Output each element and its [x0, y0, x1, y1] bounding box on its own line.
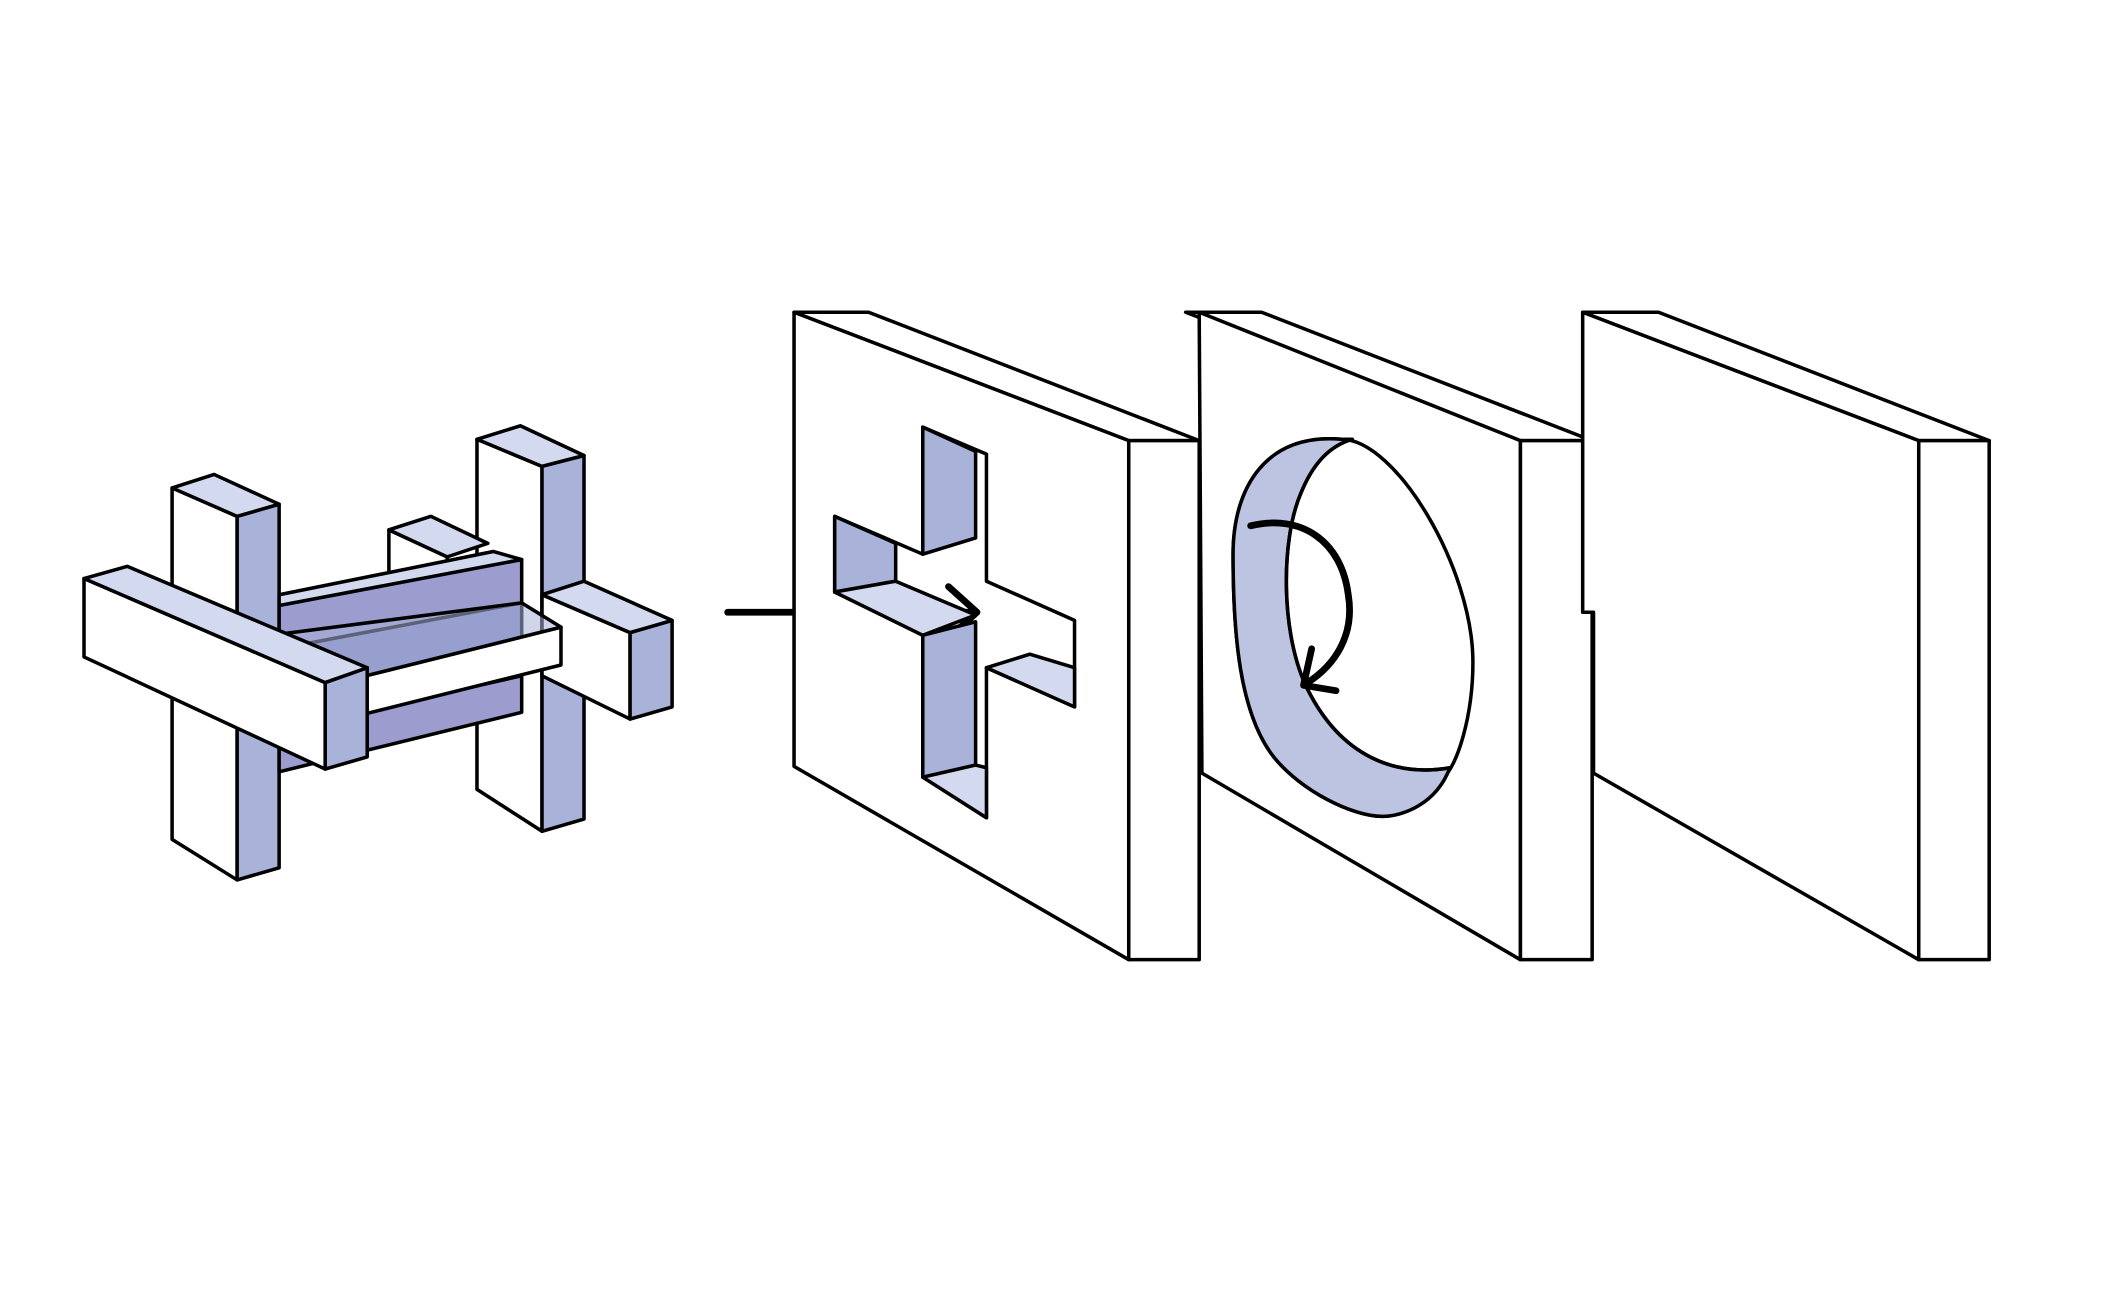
hole-inner-upper: [921, 425, 978, 556]
panel-side-edge: [1916, 438, 1991, 962]
hole-inner-bottom-floor: [921, 763, 989, 820]
blank-panel: [1580, 310, 1991, 962]
hole-inner-right-floor: [984, 652, 1077, 709]
long-bar-side: [323, 665, 369, 771]
hole-back-edge: [1284, 437, 1452, 772]
stub-face-top: [387, 514, 490, 559]
hole-inner-left-floor: [832, 579, 978, 638]
panel-face: [1580, 310, 1921, 962]
bar-face-top: [475, 424, 586, 469]
arm-face-side: [628, 618, 674, 721]
hole-inner-lower: [921, 620, 978, 779]
panel-side-edge: [1126, 438, 1201, 962]
curved-rotate-arrow-icon: [1247, 519, 1353, 695]
circular-hole-panel: [1183, 310, 1594, 962]
long-bar-top: [82, 564, 369, 685]
cross-shaped-piece: [82, 424, 674, 882]
front-horizontal-bar: [82, 564, 369, 771]
cross-hole-panel: [792, 310, 1201, 962]
bar-face-top: [170, 472, 281, 519]
arm-face-top: [540, 579, 674, 635]
